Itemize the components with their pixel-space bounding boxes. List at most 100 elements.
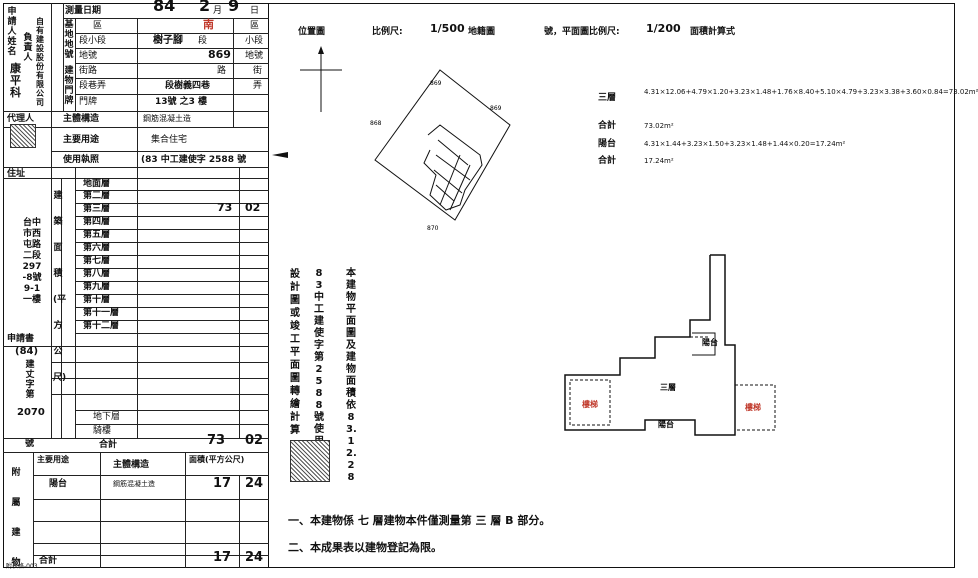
section-label: 段小段 xyxy=(79,36,107,46)
district-label: 區 xyxy=(93,21,103,31)
application-label: 申請書 xyxy=(7,334,35,344)
scale-1: 1/500 xyxy=(430,22,465,35)
seal-stamp xyxy=(10,124,36,148)
annex-area-header: 面積(平方公尺) xyxy=(189,455,245,464)
calc-label: 陽台 xyxy=(598,139,617,149)
address-label: 住址 xyxy=(7,169,26,179)
calc-formula: 73.02m² xyxy=(644,122,674,130)
land-no-unit: 地號 xyxy=(245,51,264,61)
form-code: 附表格-003 xyxy=(6,563,38,570)
section-value: 樹子腳 xyxy=(153,35,183,46)
survey-result-sheet xyxy=(3,3,955,568)
date-month: 2 xyxy=(199,0,211,15)
floor-row-name: 第六層 xyxy=(83,243,111,253)
calc-formula: 4.31×1.44+3.23×1.50+3.23×1.48+1.44×0.20=… xyxy=(644,140,846,148)
calc-label: 合計 xyxy=(598,121,617,131)
annex-use-header: 主要用途 xyxy=(37,455,69,464)
floor-row-name: 第九層 xyxy=(83,282,111,292)
annex-total-dec: 24 xyxy=(245,550,264,565)
land-no-value: 869 xyxy=(208,48,231,61)
floor-row-dec: 02 xyxy=(245,201,261,214)
plan-prefix: 號，平面圖比例尺: xyxy=(544,27,620,37)
plan-stair-label: 樓梯 xyxy=(745,402,761,412)
structure-label: 主體構造 xyxy=(63,114,100,124)
street-label: 街路 xyxy=(79,66,98,76)
door-label: 門牌 xyxy=(79,97,98,107)
use-value: 集合住宅 xyxy=(151,135,188,145)
license-label: 使用執照 xyxy=(63,155,100,165)
building-info-table: 申請人 姓名 自有建設股份有限公司 負責人 康平科 代理人 住址 台中市西屯路二… xyxy=(3,0,269,568)
agent-label: 代理人 xyxy=(7,114,35,124)
cadastral-label: 地籍圖 xyxy=(468,27,496,37)
lot-number: 870 xyxy=(427,225,439,232)
design-note: 設計圖或竣工平面圖轉繪計算 xyxy=(290,269,300,436)
surveyor-stamp xyxy=(290,440,330,482)
plan-balcony-label: 陽台 xyxy=(658,419,674,429)
floor-row-name: 第八層 xyxy=(83,269,111,279)
scale-label: 比例尺: xyxy=(372,27,403,37)
alley-value: 段樹義四巷 xyxy=(165,81,211,91)
subsection-unit: 小段 xyxy=(245,36,264,46)
lot-number: 869 xyxy=(490,105,502,112)
address-value: 台中市西屯路二段297-8號 9-1 一樓 xyxy=(22,218,42,305)
lot-number: 868 xyxy=(370,120,382,127)
district-value: 南 xyxy=(203,18,214,31)
calc-label: 三層 xyxy=(598,93,617,103)
calc-formula: 4.31×12.06+4.79×1.20+3.23×1.48+1.76×8.40… xyxy=(644,88,978,96)
floor-row-name: 第七層 xyxy=(83,256,111,266)
street-value: 路 xyxy=(217,66,227,76)
floor-row-name: 地面層 xyxy=(83,179,111,189)
location-label: 位置圖 xyxy=(298,27,326,37)
date-label: 測量日期 xyxy=(65,6,102,16)
alley-unit: 弄 xyxy=(253,81,263,91)
pointer-arrow-icon xyxy=(272,152,288,158)
floor-plan: 陽台 三層 陽台 樓梯 樓梯 xyxy=(564,254,776,436)
location-sketch: 869 869 868 870 xyxy=(370,69,511,232)
street-unit: 街 xyxy=(253,66,263,76)
base-label: 基地地號 xyxy=(64,20,74,60)
floor-row-name: 第十二層 xyxy=(83,321,120,331)
annex-side-label: 附屬建物 xyxy=(11,468,21,568)
area-calc-label: 面積計算式 xyxy=(690,27,736,37)
floor-row-name: 第五層 xyxy=(83,230,111,240)
day-unit: 日 xyxy=(250,6,260,16)
label-applicant: 申請人 xyxy=(7,7,17,37)
alley-label: 段巷弄 xyxy=(79,81,107,91)
calc-formula: 17.24m² xyxy=(644,157,674,165)
plan-floor-label: 三層 xyxy=(660,383,676,392)
application-no: 2070 xyxy=(17,407,45,418)
annex-row-use: 陽台 xyxy=(49,479,68,489)
license-vertical: 83中工建使字第2588號使用執照 xyxy=(314,268,324,471)
responsible-label: 負責人 xyxy=(23,33,33,63)
floors-total-dec: 02 xyxy=(245,433,264,448)
label-name: 姓名 xyxy=(7,37,17,57)
annex-row-dec: 24 xyxy=(245,476,264,491)
arcade-label: 騎樓 xyxy=(93,426,112,436)
section-unit: 段 xyxy=(198,36,208,46)
floor-row-int: 73 xyxy=(217,201,233,214)
structure-value: 鋼筋混凝土造 xyxy=(143,114,191,123)
area-label: 建築面積(平方公尺) xyxy=(53,191,67,383)
note-1: 一、本建物係 七 層建物本件僅測量第 三 層 B 部分。 xyxy=(288,514,551,527)
district-unit: 區 xyxy=(250,21,260,31)
land-no-label: 地號 xyxy=(79,51,98,61)
annex-total-int: 17 xyxy=(213,550,232,565)
plan-stair-label: 樓梯 xyxy=(582,399,598,409)
annex-structure-header: 主體構造 xyxy=(113,460,150,470)
north-arrow-icon xyxy=(300,46,342,112)
floors-total-label: 合計 xyxy=(99,440,118,450)
lot-number: 869 xyxy=(430,80,442,87)
responsible-name: 康平科 xyxy=(10,62,21,99)
license-value: (83 中工建使字 2588 號 xyxy=(141,155,247,165)
application-suffix: 號 xyxy=(25,439,35,449)
floor-row-name: 第四層 xyxy=(83,217,111,227)
application-year: (84) xyxy=(15,346,39,357)
date-day: 9 xyxy=(228,0,240,15)
annex-total-label: 合計 xyxy=(39,556,58,566)
floor-row-name: 第十層 xyxy=(83,295,111,305)
applicant-name: 自有建設股份有限公司 xyxy=(36,17,44,107)
note-2: 二、本成果表以建物登記為限。 xyxy=(288,541,442,554)
basement-label: 地下層 xyxy=(93,412,121,422)
basis-note: 本建物平面圖及建物面積依83.12.28 xyxy=(346,268,357,483)
date-year: 84 xyxy=(153,0,176,15)
